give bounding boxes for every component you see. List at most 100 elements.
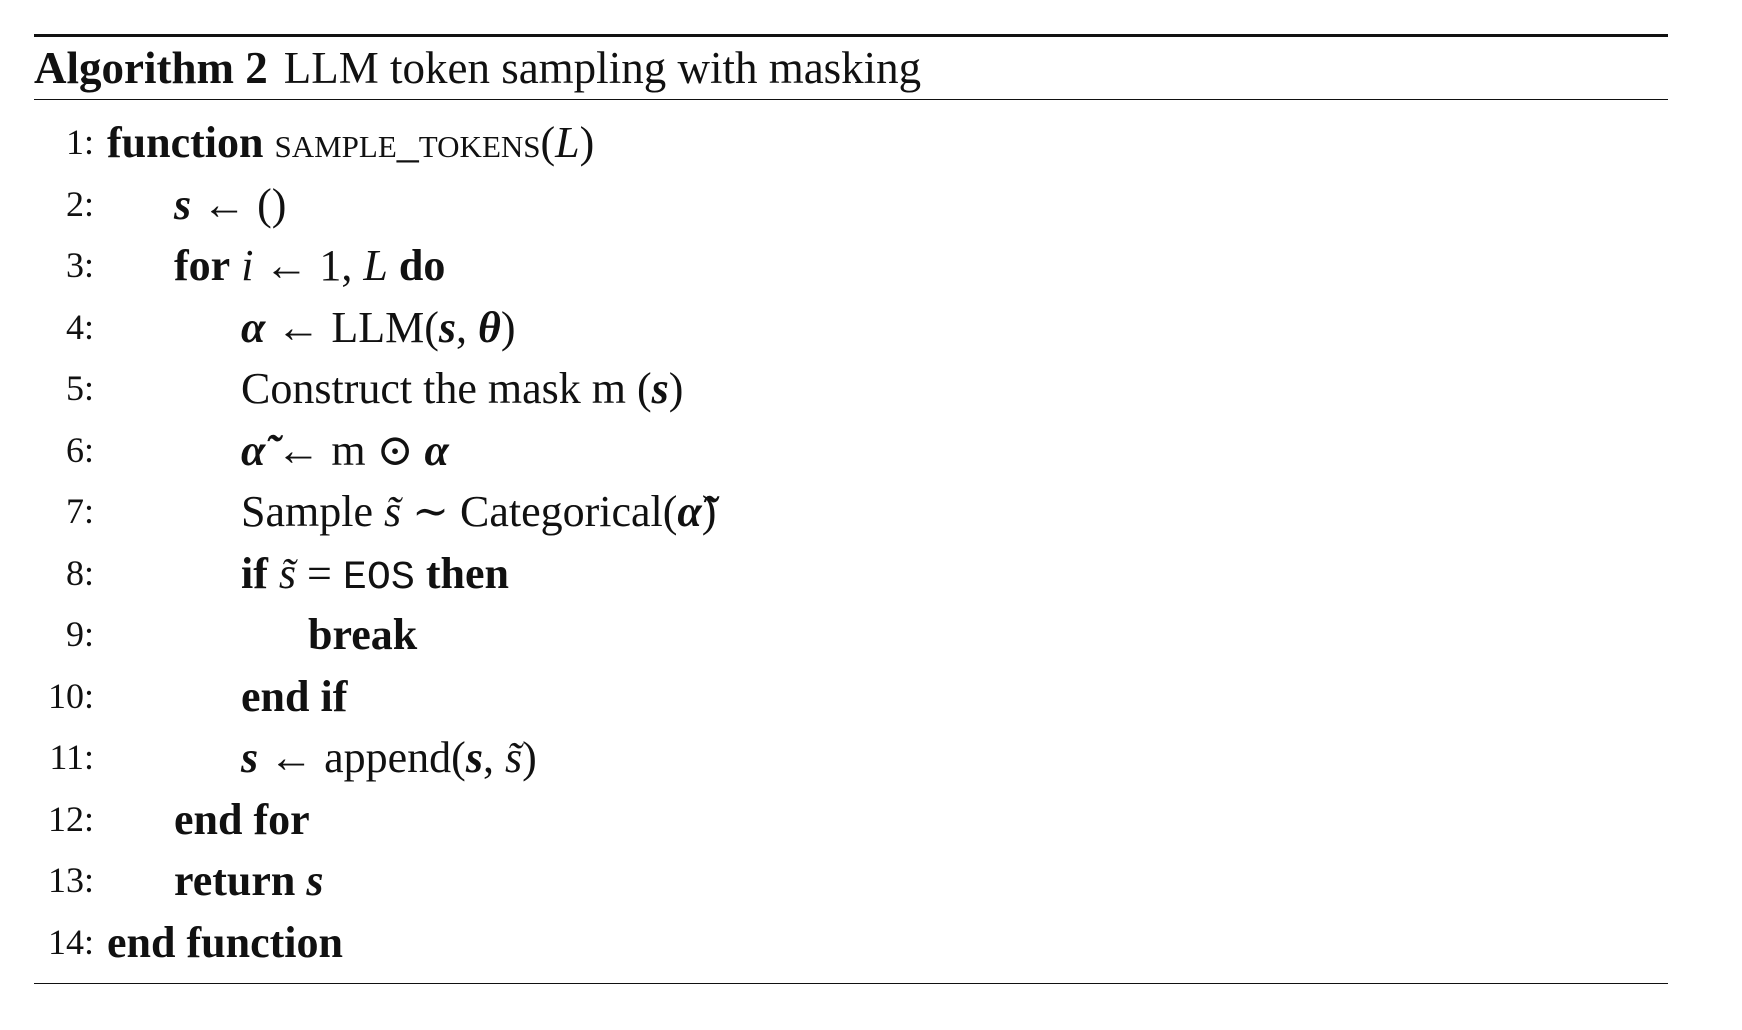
keyword: then xyxy=(425,548,509,598)
line-content: s ← append(s, s̃) xyxy=(241,727,537,789)
algorithm-line: 11: s ← append(s, s̃) xyxy=(34,727,1668,789)
math-symbol: θ xyxy=(478,302,501,352)
algorithm-caption: Algorithm 2 LLM token sampling with mask… xyxy=(34,37,1668,99)
code-text: ← append( xyxy=(258,733,466,782)
code-text: ← m ⊙ xyxy=(265,425,425,475)
line-number: 3: xyxy=(65,245,94,285)
algorithm-line: 7: Sample s̃ ∼ Categorical(α̃) xyxy=(34,481,1668,543)
line-content: end if xyxy=(241,666,347,728)
line-number: 11: xyxy=(49,737,94,777)
keyword: if xyxy=(241,548,268,598)
algorithm-label: Algorithm 2 xyxy=(34,43,268,93)
algorithm-line: 9: break xyxy=(34,604,1668,666)
line-number: 1: xyxy=(65,122,94,162)
code-text: ← 1, xyxy=(253,241,364,290)
line-number: 12: xyxy=(47,798,94,839)
keyword: break xyxy=(308,610,418,659)
top-rule xyxy=(34,34,1668,37)
line-content: function sample_tokens(L) xyxy=(107,112,594,174)
math-symbol: α xyxy=(241,302,266,352)
bottom-rule xyxy=(34,983,1668,984)
code-text: ) xyxy=(500,302,516,352)
line-number: 8: xyxy=(65,552,94,593)
line-content: Sample s̃ ∼ Categorical(α̃) xyxy=(241,481,716,543)
algorithm-line: 5: Construct the mask m (s) xyxy=(34,358,1668,420)
line-number: 14: xyxy=(47,921,94,962)
math-symbol: α̃ xyxy=(241,425,266,475)
algorithm-line: 6: α̃ ← m ⊙ α xyxy=(34,420,1668,482)
code-text: ( xyxy=(540,118,556,167)
math-symbol: s xyxy=(306,856,324,905)
code-text xyxy=(263,118,274,167)
code-text: ) xyxy=(668,364,684,413)
line-number: 6: xyxy=(65,429,94,470)
keyword: function xyxy=(107,118,264,167)
code-text: ) xyxy=(579,118,595,167)
line-content: α̃ ← m ⊙ α xyxy=(241,420,449,482)
line-content: end function xyxy=(107,912,343,974)
math-symbol: s̃ xyxy=(383,487,402,536)
algorithm-lines: 1:function sample_tokens(L)2:s ← ()3:for… xyxy=(34,100,1668,983)
algorithm-line: 14: end function xyxy=(34,912,1668,974)
keyword: do xyxy=(398,241,446,290)
code-text: , xyxy=(482,733,505,782)
code-text: Construct the mask m ( xyxy=(241,364,652,413)
algorithm-line: 8: if s̃ = EOS then xyxy=(34,543,1668,605)
line-number: 5: xyxy=(65,368,94,408)
code-text: = xyxy=(296,548,343,598)
math-symbol: α̃ xyxy=(677,487,702,536)
function-name: sample_tokens xyxy=(274,118,541,167)
algorithm-line: 10: end if xyxy=(34,666,1668,728)
keyword: end if xyxy=(241,671,348,721)
math-symbol: s̃ xyxy=(278,548,297,598)
math-symbol: L xyxy=(363,241,388,290)
keyword: return xyxy=(174,856,296,905)
line-content: Construct the mask m (s) xyxy=(241,358,683,420)
math-symbol: s xyxy=(241,733,259,782)
code-text: ∼ Categorical( xyxy=(401,487,678,536)
math-symbol: L xyxy=(555,118,580,167)
line-number: 13: xyxy=(47,860,94,900)
token-literal: EOS xyxy=(342,555,415,601)
algorithm-box: Algorithm 2 LLM token sampling with mask… xyxy=(34,34,1668,984)
code-text: , xyxy=(456,302,478,352)
line-content: end for xyxy=(174,789,310,851)
algorithm-line: 13: return s xyxy=(34,850,1668,912)
line-number: 10: xyxy=(47,675,94,716)
algorithm-line: 12: end for xyxy=(34,789,1668,851)
line-content: break xyxy=(308,604,417,666)
keyword: end for xyxy=(174,794,310,844)
code-text: ) xyxy=(701,487,717,536)
algorithm-line: 2: s ← () xyxy=(34,174,1668,236)
algorithm-line: 1: function sample_tokens(L) xyxy=(34,112,1668,174)
line-content: return s xyxy=(174,850,324,912)
line-number: 4: xyxy=(65,306,94,347)
code-text: Sample xyxy=(241,487,384,536)
math-symbol: s xyxy=(438,302,456,352)
keyword: end function xyxy=(107,917,343,967)
caption-rule xyxy=(34,99,1668,100)
code-text xyxy=(388,241,399,290)
line-content: s ← () xyxy=(174,174,286,236)
line-number: 7: xyxy=(65,491,94,531)
math-symbol: s xyxy=(465,733,483,782)
math-symbol: s̃ xyxy=(504,733,523,782)
code-text xyxy=(295,856,306,905)
keyword: for xyxy=(174,241,231,290)
algorithm-title: LLM token sampling with masking xyxy=(283,43,922,93)
algorithm-line: 4: α ← LLM(s, θ) xyxy=(34,297,1668,359)
math-symbol: i xyxy=(241,241,254,290)
code-text xyxy=(230,241,241,290)
code-text xyxy=(415,549,426,598)
line-content: α ← LLM(s, θ) xyxy=(241,297,516,359)
code-text xyxy=(268,549,279,598)
line-number: 9: xyxy=(65,614,94,654)
code-text: ← () xyxy=(191,179,287,229)
math-symbol: s xyxy=(651,364,669,413)
code-text: ) xyxy=(522,733,537,782)
line-content: for i ← 1, L do xyxy=(174,235,445,297)
algorithm-line: 3: for i ← 1, L do xyxy=(34,235,1668,297)
code-text: ← LLM( xyxy=(265,302,439,352)
math-symbol: α xyxy=(424,425,449,475)
line-number: 2: xyxy=(65,183,94,224)
